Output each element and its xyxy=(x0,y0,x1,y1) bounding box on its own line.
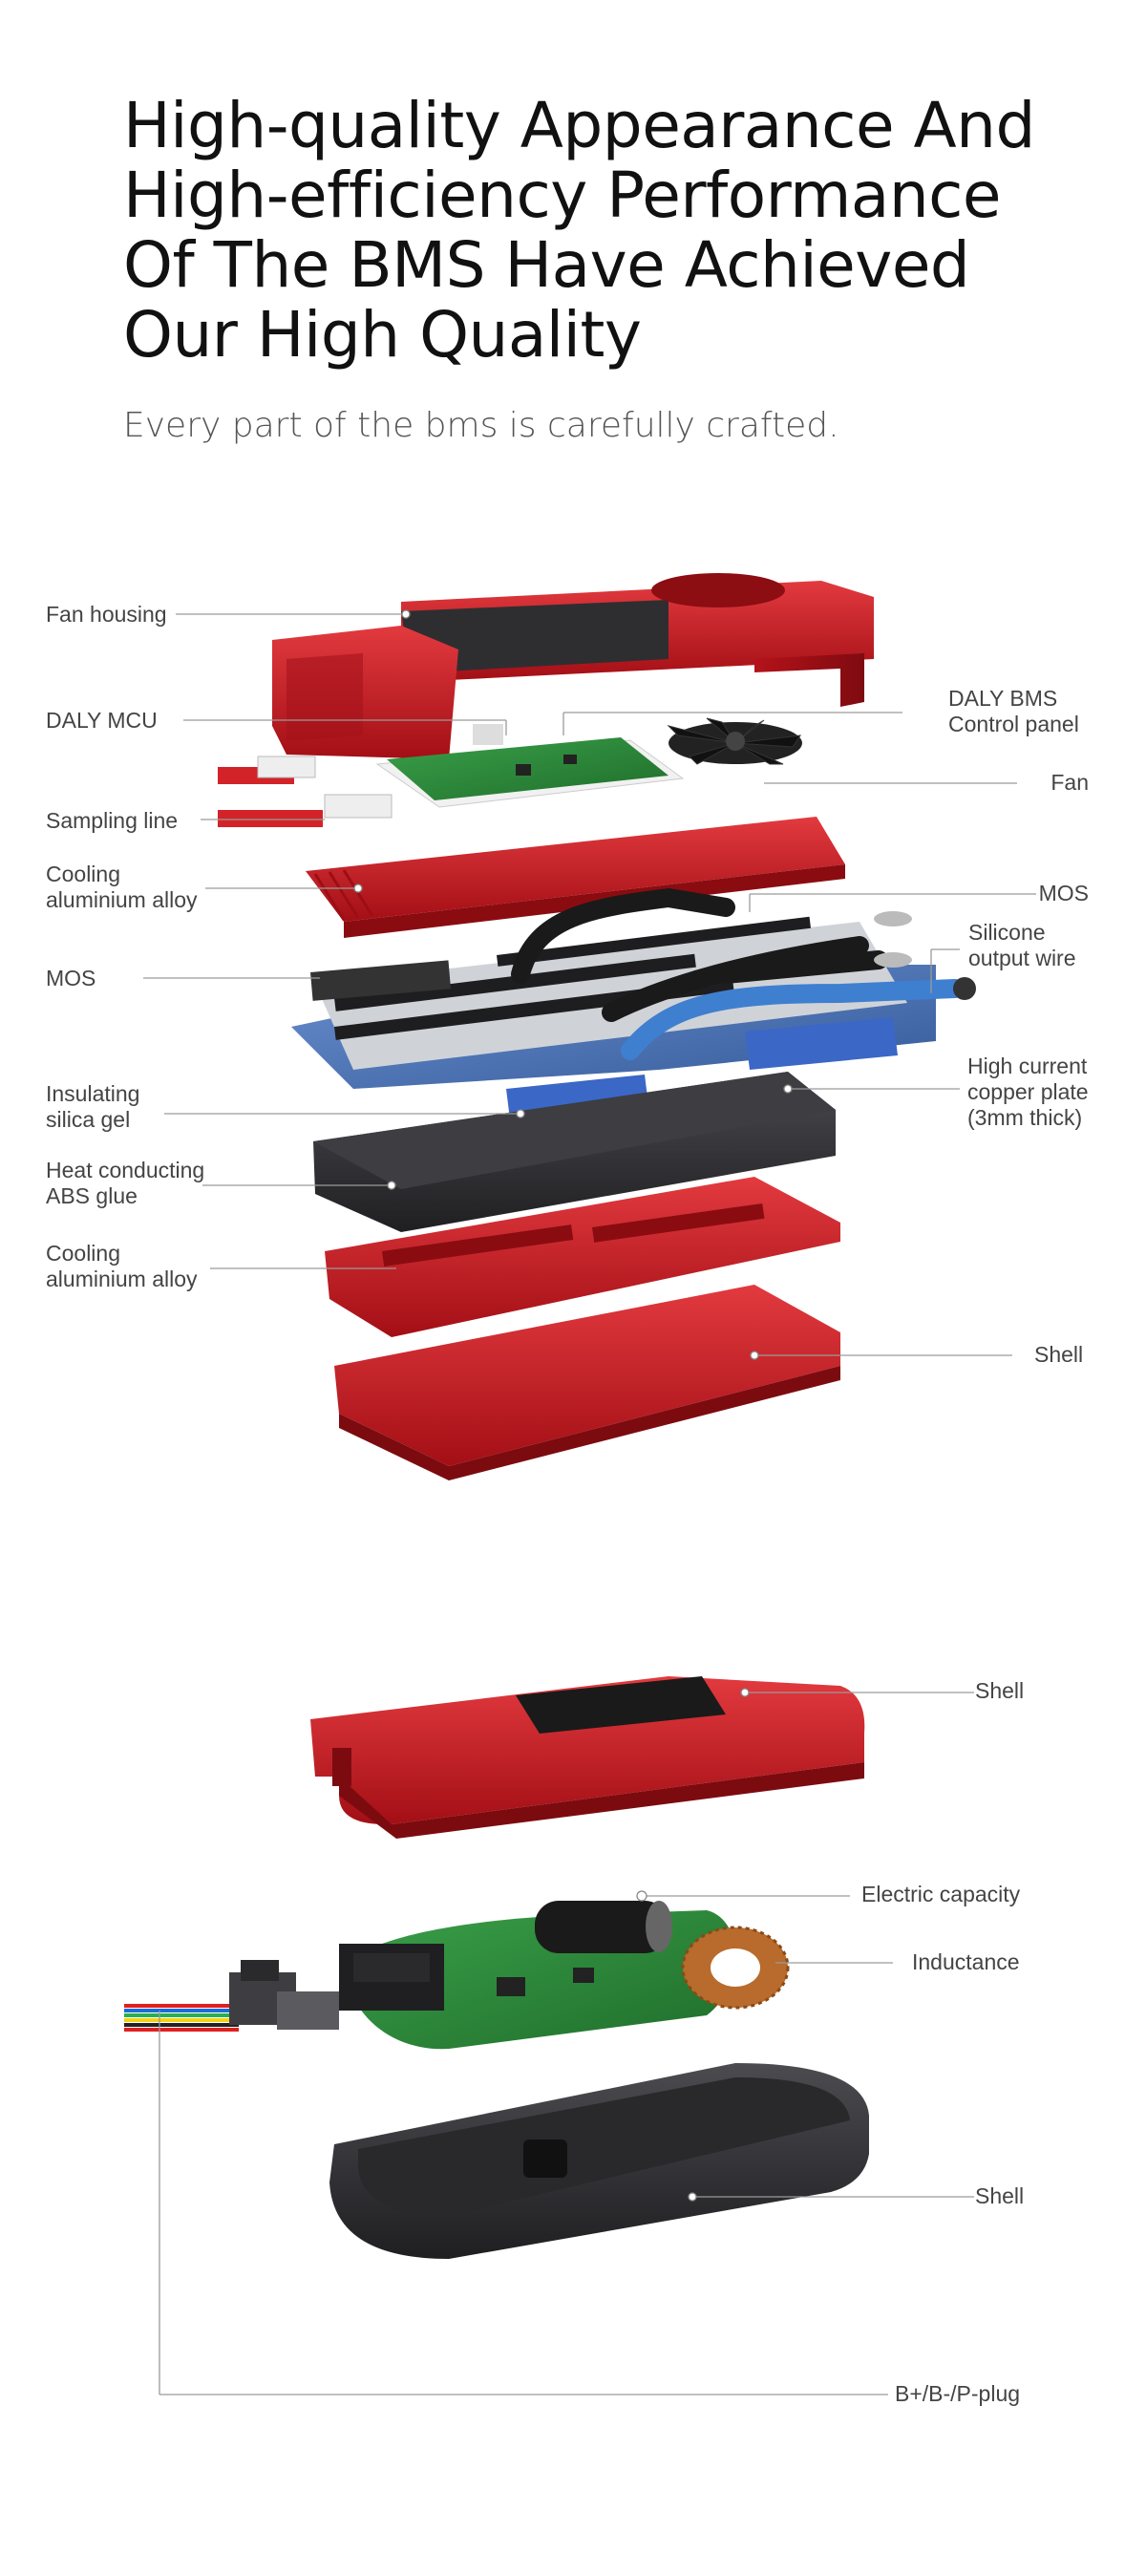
inductance-coil xyxy=(681,1926,790,2010)
sampling-line-part xyxy=(218,756,393,827)
page-title: High-quality Appearance And High-efficie… xyxy=(123,91,1078,370)
label-cooling-alloy-2-line1: Cooling xyxy=(46,1241,120,1266)
label-heat-conducting: Heat conducting ABS glue xyxy=(46,1158,204,1209)
label-shell-bottom: Shell xyxy=(975,2183,1025,2208)
leader-dots xyxy=(353,609,793,2202)
bottom-shell-part xyxy=(329,2063,869,2259)
label-silicone-line2: output wire xyxy=(968,946,1076,970)
label-sampling-line: Sampling line xyxy=(46,808,179,833)
label-silicone-wire: Silicone output wire xyxy=(968,920,1076,971)
top-shell-part xyxy=(310,1676,865,1839)
label-control-panel-line2: Control panel xyxy=(948,712,1079,736)
label-fan-housing: Fan housing xyxy=(46,602,167,627)
label-fan: Fan xyxy=(1050,770,1089,795)
cooling-plate-2-part xyxy=(325,1177,840,1337)
label-inductance: Inductance xyxy=(912,1949,1020,1974)
title-line-2: High-efficiency Performance xyxy=(123,159,1002,232)
label-cooling-alloy-1-line2: aluminium alloy xyxy=(46,887,198,912)
control-board-part xyxy=(375,724,685,808)
fan-part xyxy=(667,717,802,765)
shell-1-part xyxy=(334,1285,840,1480)
label-daly-mcu: DALY MCU xyxy=(46,708,158,733)
label-copper-line3: (3mm thick) xyxy=(967,1105,1083,1130)
heat-conducting-block-part xyxy=(313,1072,836,1232)
label-plug: B+/B-/P-plug xyxy=(895,2381,1021,2406)
label-insulating-gel: Insulating silica gel xyxy=(46,1081,139,1133)
bms-board-part xyxy=(339,1901,790,2050)
label-shell-1: Shell xyxy=(1034,1342,1084,1367)
label-insulating-line2: silica gel xyxy=(46,1107,131,1132)
plug-cable-part xyxy=(124,1960,339,2032)
label-mos-left: MOS xyxy=(46,966,96,990)
label-cooling-alloy-1: Cooling aluminium alloy xyxy=(46,862,198,913)
label-control-panel-line1: DALY BMS xyxy=(948,686,1058,711)
label-cooling-alloy-2: Cooling aluminium alloy xyxy=(46,1241,198,1292)
page-subtitle: Every part of the bms is carefully craft… xyxy=(123,406,839,445)
label-cooling-alloy-1-line1: Cooling xyxy=(46,862,120,886)
label-control-panel: DALY BMS Control panel xyxy=(948,686,1079,737)
label-shell-top: Shell xyxy=(975,1678,1025,1703)
label-copper-line1: High current xyxy=(967,1054,1088,1078)
leader-lines xyxy=(143,613,1036,2395)
title-line-4: Our High Quality xyxy=(123,298,642,372)
mos-board-part xyxy=(291,887,976,1089)
fan-housing-part xyxy=(272,573,874,759)
label-mos-right: MOS xyxy=(1038,881,1089,905)
label-heat-conducting-line1: Heat conducting xyxy=(46,1158,205,1182)
label-cooling-alloy-2-line2: aluminium alloy xyxy=(46,1267,198,1291)
title-line-3: Of The BMS Have Achieved xyxy=(123,228,970,302)
label-heat-conducting-line2: ABS glue xyxy=(46,1183,138,1208)
label-copper-line2: copper plate xyxy=(967,1079,1089,1104)
label-copper-plate: High current copper plate (3mm thick) xyxy=(967,1054,1089,1131)
label-silicone-line1: Silicone xyxy=(968,920,1046,945)
label-insulating-line1: Insulating xyxy=(46,1081,140,1106)
title-line-1: High-quality Appearance And xyxy=(123,89,1035,162)
label-electric-capacity: Electric capacity xyxy=(861,1882,1021,1906)
